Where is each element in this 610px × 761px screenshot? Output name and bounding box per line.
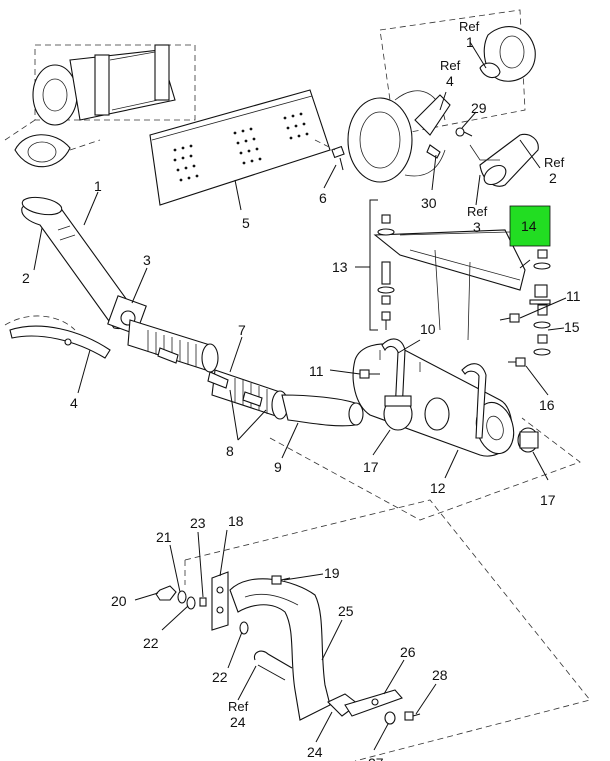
callout-6[interactable]: 6 [319,190,327,206]
bolt-part-11-right [499,313,520,323]
bracket-part-26 [344,689,403,717]
callout-5[interactable]: 5 [242,215,250,231]
washer-part-22-upper [186,596,196,610]
leader-lines [33,41,567,751]
callout-27[interactable]: 27 [368,755,384,761]
pipe-clamp-part-17-muffler [424,397,450,431]
tailpipe-part-1 [21,196,141,330]
callout-25[interactable]: 25 [338,603,354,619]
callout-2[interactable]: 2 [22,270,30,286]
shield-perforation-dots [173,112,309,182]
washer-part-21 [177,590,187,604]
flex-pipe-part-7 [127,319,289,420]
callout-1[interactable]: 1 [94,178,102,194]
callout-29[interactable]: 29 [471,100,487,116]
pipe-clamp-part-17-left [383,395,413,431]
callout-11-left[interactable]: 11 [309,363,324,379]
nut-part-20 [155,585,177,601]
u-bolt-ref-24 [253,650,293,681]
pipe-clamp-part-17-right [517,427,539,453]
callout-21[interactable]: 21 [156,529,172,545]
callout-18[interactable]: 18 [228,513,244,529]
callout-23[interactable]: 23 [190,515,206,531]
hardware-stack-part-15 [533,249,551,356]
hardware-stack-part-13 [369,199,395,331]
support-bracket-part-14 [373,229,551,341]
callout-17-right[interactable]: 17 [540,492,556,508]
bracket-part-4 [4,315,111,359]
ref-4-word[interactable]: Ref [440,58,461,73]
ref-3-word[interactable]: Ref [467,204,488,219]
bolt-part-19 [271,575,291,585]
ref-3-number[interactable]: 3 [473,219,481,235]
heat-shield-part-5 [149,89,331,206]
bracket-part-18 [211,571,229,631]
ref-1-word[interactable]: Ref [459,19,480,34]
washer-part-22-lower [239,621,249,635]
callout-20[interactable]: 20 [111,593,127,609]
callout-3[interactable]: 3 [143,252,151,268]
engine-turbo-sketch [4,44,196,168]
exhaust-pipe-part-9 [281,394,364,427]
bolt-part-28 [404,711,421,721]
callout-14[interactable]: 14 [521,218,537,234]
callout-11-right[interactable]: 11 [566,288,581,304]
ref-2-word[interactable]: Ref [544,155,565,170]
callout-26[interactable]: 26 [400,644,416,660]
callout-12[interactable]: 12 [430,480,446,496]
callout-8[interactable]: 8 [226,443,234,459]
callout-17-left[interactable]: 17 [363,459,379,475]
pipe-part-25 [229,578,331,721]
assembly-outline-dashed [269,417,581,521]
bolt-part-16 [508,357,526,367]
ref-24-number[interactable]: 24 [230,714,246,730]
callout-19[interactable]: 19 [324,565,340,581]
callout-16[interactable]: 16 [539,397,555,413]
callout-30[interactable]: 30 [421,195,437,211]
ref-24-word[interactable]: Ref [228,699,249,714]
highlight-box-part-14[interactable] [509,205,551,247]
callout-7[interactable]: 7 [238,322,246,338]
stud-part-23 [199,597,207,607]
washer-part-27 [384,711,396,725]
callout-22-lower[interactable]: 22 [212,669,228,685]
callout-24[interactable]: 24 [307,744,323,760]
callout-22-upper[interactable]: 22 [143,635,159,651]
callout-28[interactable]: 28 [432,667,448,683]
callout-15[interactable]: 15 [564,319,580,335]
callout-9[interactable]: 9 [274,459,282,475]
callout-13[interactable]: 13 [332,259,348,275]
lower-assembly-outline [184,499,591,761]
callout-4[interactable]: 4 [70,395,78,411]
ref-2-number[interactable]: 2 [549,170,557,186]
bolt-part-6 [314,139,345,171]
ref-1-number[interactable]: 1 [466,34,474,50]
ref-4-number[interactable]: 4 [446,73,454,89]
callout-10[interactable]: 10 [420,321,436,337]
